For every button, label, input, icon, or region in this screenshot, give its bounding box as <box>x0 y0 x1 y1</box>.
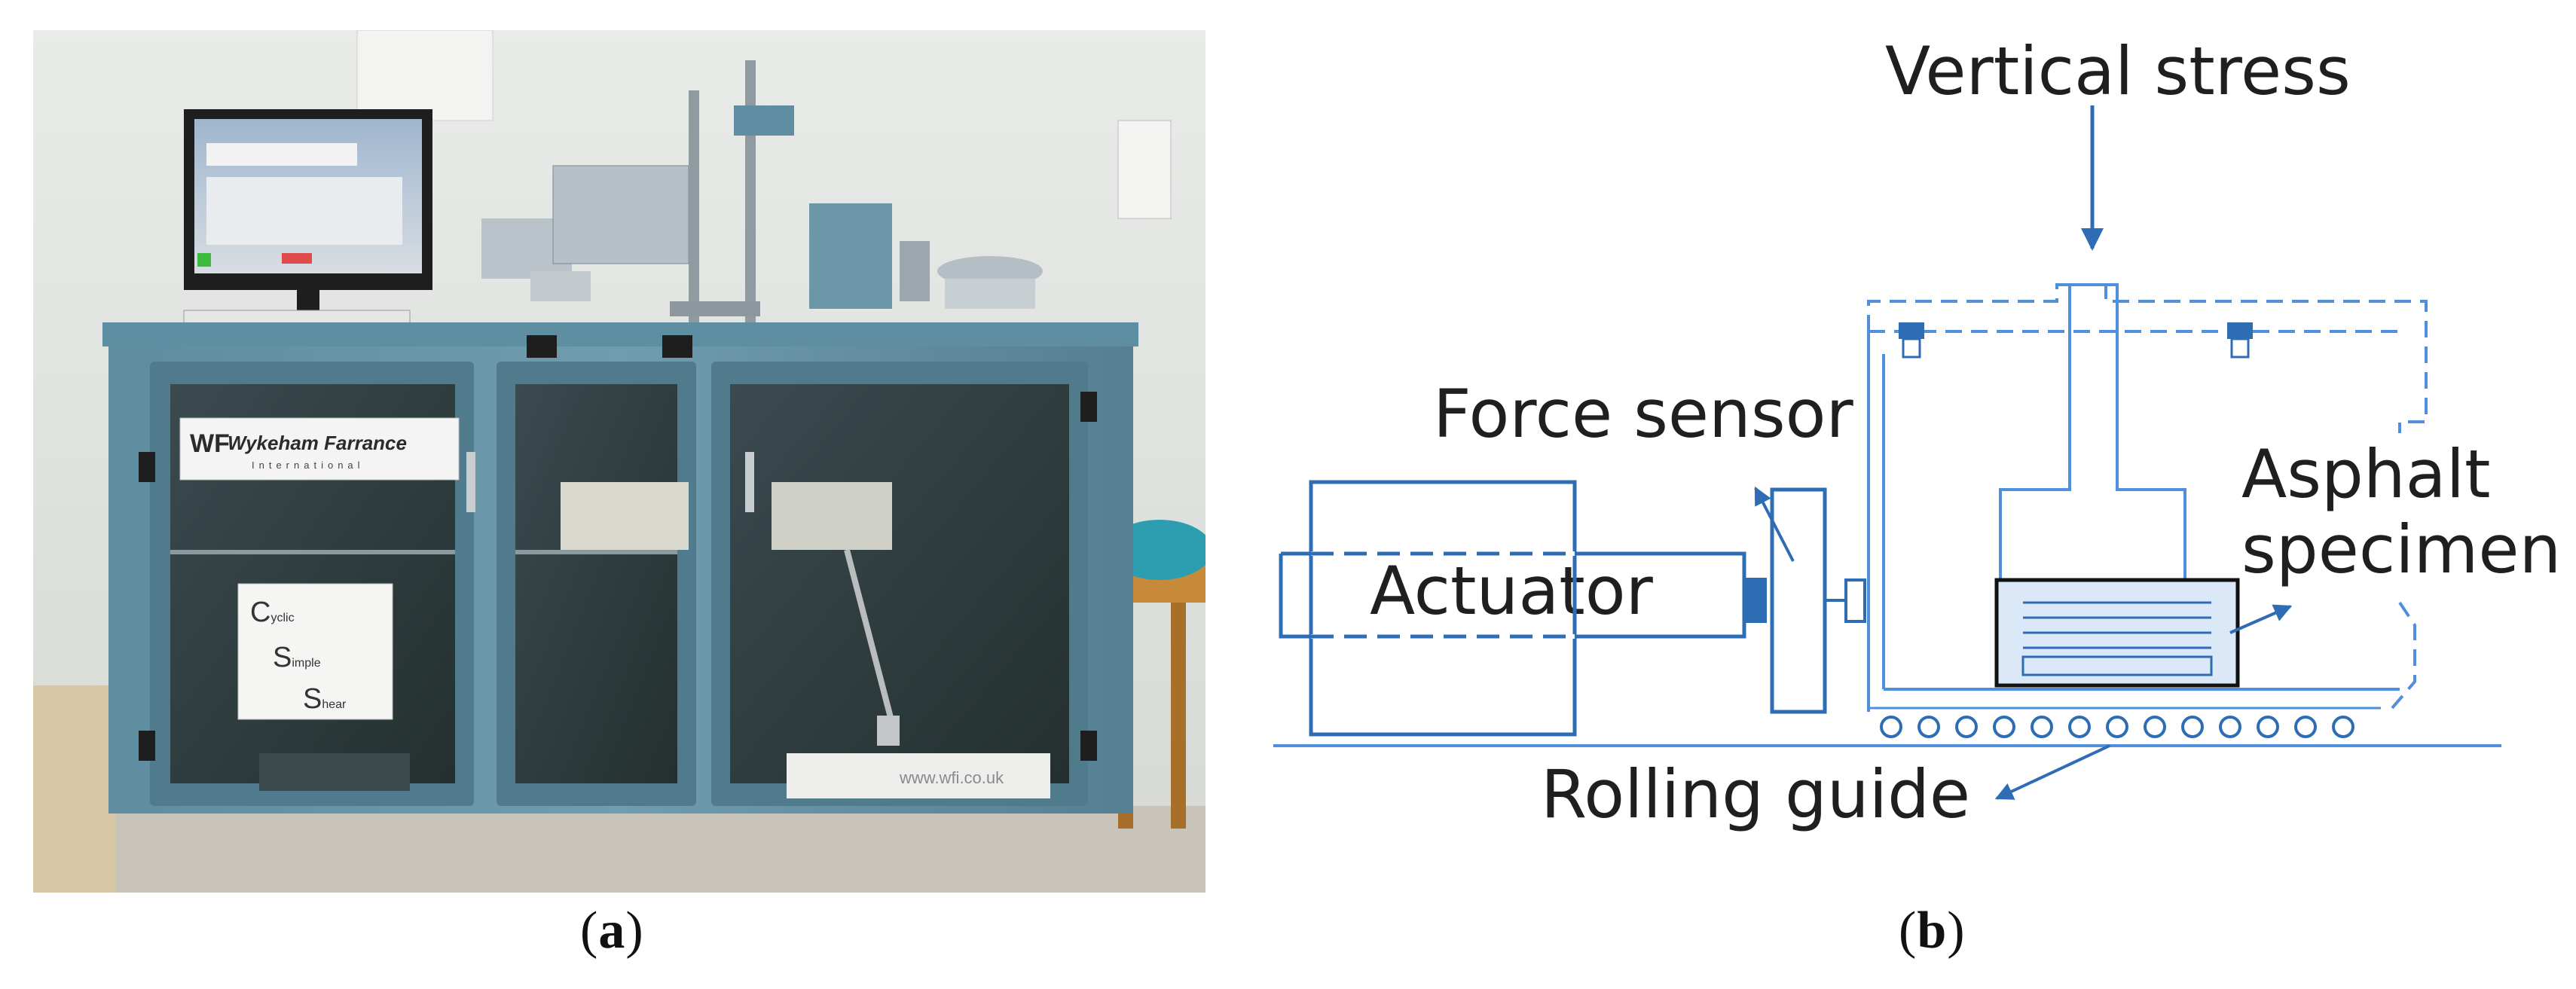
roller-icon <box>1993 716 2015 738</box>
connector-block <box>1744 578 1767 623</box>
frame-base <box>670 301 760 316</box>
cabinet-top <box>102 322 1138 346</box>
door-hinge <box>1080 392 1097 422</box>
lever-arm <box>734 105 794 136</box>
website-plate <box>787 753 1050 798</box>
brand-logo: WF <box>190 429 230 458</box>
roller-icon <box>1917 716 1940 738</box>
brand-name: Wykeham Farrance <box>228 432 407 454</box>
wall-notice <box>356 30 494 121</box>
roller-icon <box>2068 716 2091 738</box>
bolt-shank <box>2230 337 2250 359</box>
label-actuator: Actuator <box>1370 552 1654 630</box>
specimen-bottom-plate <box>2021 655 2213 676</box>
simple-shear-schematic-svg: Vertical stress Force sensor Asphalt spe… <box>1273 32 2561 833</box>
bottle <box>900 241 930 301</box>
door-handle <box>466 452 475 512</box>
label-specimen: specimen <box>2241 511 2561 588</box>
actuator-rod <box>844 548 895 725</box>
left-clutter <box>33 685 116 893</box>
door-handle <box>745 452 754 512</box>
top-latch <box>527 335 557 358</box>
roller-icon <box>2031 716 2053 738</box>
roller-icon <box>1880 716 1902 738</box>
roller-group <box>1880 716 2354 738</box>
sign-line-cyclic: Cyclic <box>250 597 295 628</box>
website-label: www.wfi.co.uk <box>899 768 1004 787</box>
caption-b-letter: b <box>1917 902 1948 960</box>
sign-line-shear: Shear <box>303 683 347 715</box>
brand-plate <box>179 417 460 481</box>
roller-icon <box>2257 716 2279 738</box>
gauge-base <box>945 279 1035 309</box>
bolt-head-icon <box>2227 322 2253 339</box>
shelf <box>515 550 677 554</box>
photo-panel: WF Wykeham Farrance International Cyclic… <box>33 30 1205 893</box>
door-hinge <box>139 452 155 482</box>
roller-icon <box>2332 716 2354 738</box>
loading-column <box>1999 283 2186 581</box>
specimen-pointer-arrow <box>2229 604 2293 634</box>
screen-window <box>206 143 357 166</box>
caption-a: (a) <box>580 902 644 960</box>
shear-device <box>877 716 900 746</box>
shelf <box>170 550 455 554</box>
label-rolling-guide: Rolling guide <box>1541 755 1970 833</box>
frame-rod <box>745 60 756 324</box>
load-frame-block <box>552 165 689 264</box>
roller-icon <box>1955 716 1978 738</box>
caption-a-letter: a <box>598 902 626 960</box>
upper-frame-dashed <box>1867 283 2428 433</box>
frame-rod <box>689 90 699 324</box>
small-box <box>530 271 591 301</box>
roller-icon <box>2219 716 2241 738</box>
caption-b: (b) <box>1899 902 1966 960</box>
amplifier-unit <box>772 482 892 550</box>
door-hinge <box>1080 731 1097 761</box>
floor <box>33 806 1205 893</box>
sign-line-simple: Simple <box>273 642 321 673</box>
data-logger <box>561 482 689 550</box>
schematic-diagram: Vertical stress Force sensor Asphalt spe… <box>1236 0 2576 896</box>
label-force-sensor: Force sensor <box>1433 375 1854 453</box>
keyboard <box>183 310 411 325</box>
force-sensor <box>1770 487 1827 714</box>
brand-subtitle: International <box>252 459 365 471</box>
actuator-body <box>1309 480 1577 737</box>
screen-indicator <box>282 253 312 264</box>
label-vertical-stress: Vertical stress <box>1885 32 2351 110</box>
top-latch <box>662 335 692 358</box>
rolling-guide-pointer-arrow <box>1994 744 2110 800</box>
sensor-coupler <box>1844 578 1866 623</box>
force-sensor-pointer-arrow <box>1754 486 1795 562</box>
roller-icon <box>2294 716 2317 738</box>
screen-window <box>206 177 402 245</box>
cyclic-simple-shear-sign <box>237 583 393 720</box>
stool-leg <box>1171 603 1186 829</box>
door-hinge <box>139 731 155 761</box>
monitor-stand <box>297 290 319 313</box>
pump-unit <box>259 753 410 791</box>
right-frame-dashed <box>2391 601 2416 710</box>
wall-socket <box>1117 120 1172 219</box>
cyclic-simple-shear-apparatus-photo: WF Wykeham Farrance International Cyclic… <box>33 30 1205 893</box>
roller-icon <box>2181 716 2204 738</box>
screen-indicator <box>197 253 211 267</box>
roller-icon <box>2144 716 2166 738</box>
roller-icon <box>2106 716 2128 738</box>
lever-support <box>809 203 892 309</box>
bolt-head-icon <box>1899 322 1924 339</box>
bolt-shank <box>1902 337 1921 359</box>
label-asphalt: Asphalt <box>2241 435 2491 513</box>
glass-panel <box>515 384 677 783</box>
